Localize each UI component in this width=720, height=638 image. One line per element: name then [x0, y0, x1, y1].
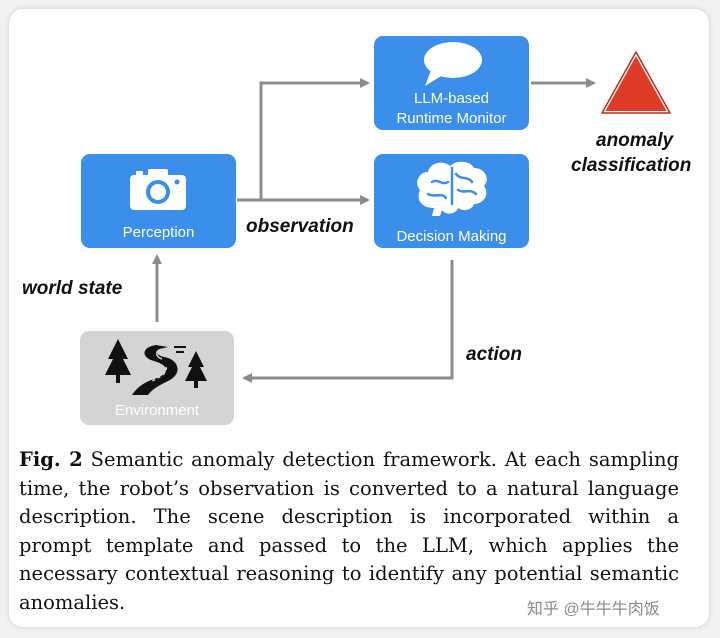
figure-number: Fig. 2: [19, 448, 83, 471]
arrow-perception-to-monitor: [237, 78, 370, 202]
speech-bubble-icon: [424, 42, 482, 86]
monitor-label-line1: LLM-based: [413, 90, 490, 107]
runtime-monitor-node: LLM-based Runtime Monitor: [374, 36, 529, 130]
watermark: 知乎 @牛牛牛肉饭: [527, 601, 660, 618]
observation-label: observation: [246, 216, 354, 237]
perception-node: Perception: [81, 154, 236, 248]
warning-triangle-icon: [600, 50, 672, 115]
anomaly-label-line1: anomaly: [596, 130, 674, 151]
decision-making-node: Decision Making: [374, 154, 529, 248]
monitor-label-line2: Runtime Monitor: [396, 110, 507, 127]
connector-arrows: [152, 78, 596, 383]
action-label: action: [466, 344, 522, 365]
perception-label: Perception: [122, 224, 195, 241]
anomaly-label-line2: classification: [571, 155, 692, 176]
trees-road-icon: [105, 339, 207, 395]
arrow-decision-to-environment: [242, 260, 454, 383]
brain-icon: [417, 161, 487, 216]
figure-caption: Fig. 2 Semantic anomaly detection framew…: [19, 446, 679, 618]
decision-label: Decision Making: [396, 228, 507, 245]
environment-label: Environment: [114, 402, 200, 419]
caption-text: Semantic anomaly detection framework. At…: [19, 448, 679, 614]
figure-card: [9, 9, 709, 627]
world-state-label: world state: [22, 278, 123, 299]
camera-icon: [130, 169, 186, 210]
environment-node: Environment: [80, 331, 234, 425]
